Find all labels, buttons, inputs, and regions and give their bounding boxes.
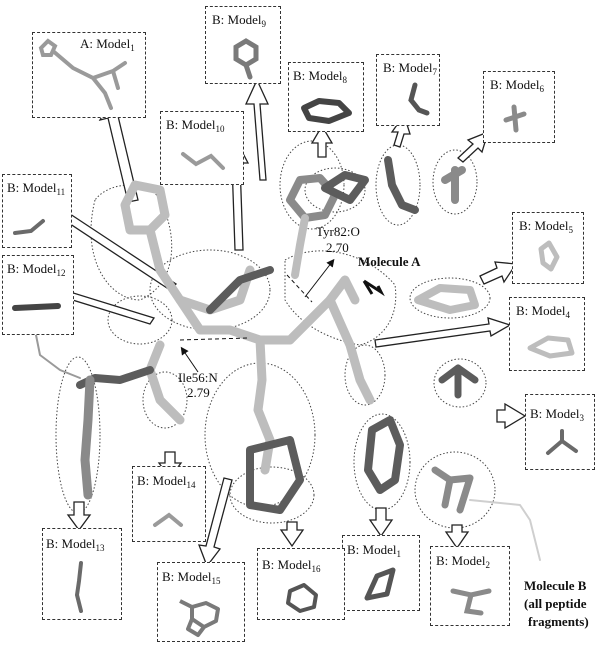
fragment-thumbnail [527, 335, 575, 359]
fragment-thumbnail [364, 567, 396, 601]
model-box-b8: B: Model8 [288, 62, 364, 132]
model-label: B: Model16 [262, 557, 321, 575]
model-arrows [42, 78, 527, 568]
fragment-thumbnail [179, 599, 220, 637]
fragment-thumbnail [38, 38, 127, 110]
model-label: B: Model5 [519, 218, 573, 236]
fragment-thumbnail [538, 240, 560, 272]
tyr-distance: 2.70 [326, 240, 349, 255]
hbond-lines [179, 274, 313, 341]
model-box-b5: B: Model5 [512, 212, 584, 284]
fragment-thumbnail [301, 98, 352, 124]
molecule-b-label-line3: fragments) [528, 614, 589, 629]
model-label: B: Model4 [516, 303, 570, 321]
model-box-b10: B: Model10 [160, 111, 244, 185]
fragment-thumbnail [12, 303, 61, 311]
pointer-lines [180, 258, 385, 373]
model-box-b16: B: Model16 [257, 548, 345, 620]
fragment-thumbnail [546, 429, 578, 455]
model-label: B: Model9 [212, 12, 266, 30]
ligand-sticks [34, 156, 541, 561]
fragment-thumbnail [181, 152, 225, 170]
model-label: B: Model12 [7, 261, 66, 279]
model-box-b12: B: Model12 [2, 255, 74, 335]
fragment-thumbnail [153, 512, 183, 527]
model-box-b3: B: Model3 [525, 394, 595, 470]
fragment-thumbnail [503, 104, 527, 133]
molecule-b-label-line2: (all peptide [524, 596, 587, 611]
model-box-b14: B: Model14 [132, 466, 206, 542]
model-box-b7: B: Model7 [376, 54, 440, 126]
model-box-b13: B: Model13 [42, 528, 122, 620]
model-box-b11: B: Model11 [2, 174, 72, 248]
model-box-a1: A: Model1 [32, 32, 146, 118]
tyr-label: Tyr82:O [316, 224, 360, 239]
model-label: B: Model1 [347, 542, 401, 560]
model-label: B: Model10 [166, 117, 225, 135]
model-label: B: Model11 [7, 180, 66, 198]
ile-distance: 2.79 [187, 385, 210, 400]
model-label: B: Model8 [293, 68, 347, 86]
model-label: B: Model15 [162, 569, 221, 587]
model-box-b2: B: Model2 [430, 546, 510, 626]
fragment-thumbnail [286, 583, 318, 613]
fragment-thumbnail [450, 588, 492, 616]
model-label: B: Model13 [46, 536, 105, 554]
molecule-a-label: Molecule A [358, 254, 421, 269]
model-label: A: Model1 [80, 36, 135, 54]
fragment-thumbnail [408, 82, 430, 116]
molecule-b-label-line1: Molecule B [524, 578, 587, 593]
model-label: B: Model2 [436, 553, 490, 571]
ile-label: Ile56:N [178, 370, 218, 385]
model-box-b4: B: Model4 [509, 297, 585, 371]
fragment-thumbnail [13, 219, 45, 235]
model-box-b1: B: Model1 [342, 535, 420, 611]
fragment-thumbnail [74, 561, 83, 613]
model-box-b6: B: Model6 [483, 71, 555, 143]
model-label: B: Model7 [383, 60, 437, 78]
model-label: B: Model14 [137, 473, 196, 491]
model-box-b15: B: Model15 [157, 562, 245, 642]
model-label: B: Model3 [530, 406, 584, 424]
model-label: B: Model6 [490, 77, 544, 95]
fragment-thumbnail [233, 38, 259, 80]
model-box-b9: B: Model9 [205, 6, 281, 84]
